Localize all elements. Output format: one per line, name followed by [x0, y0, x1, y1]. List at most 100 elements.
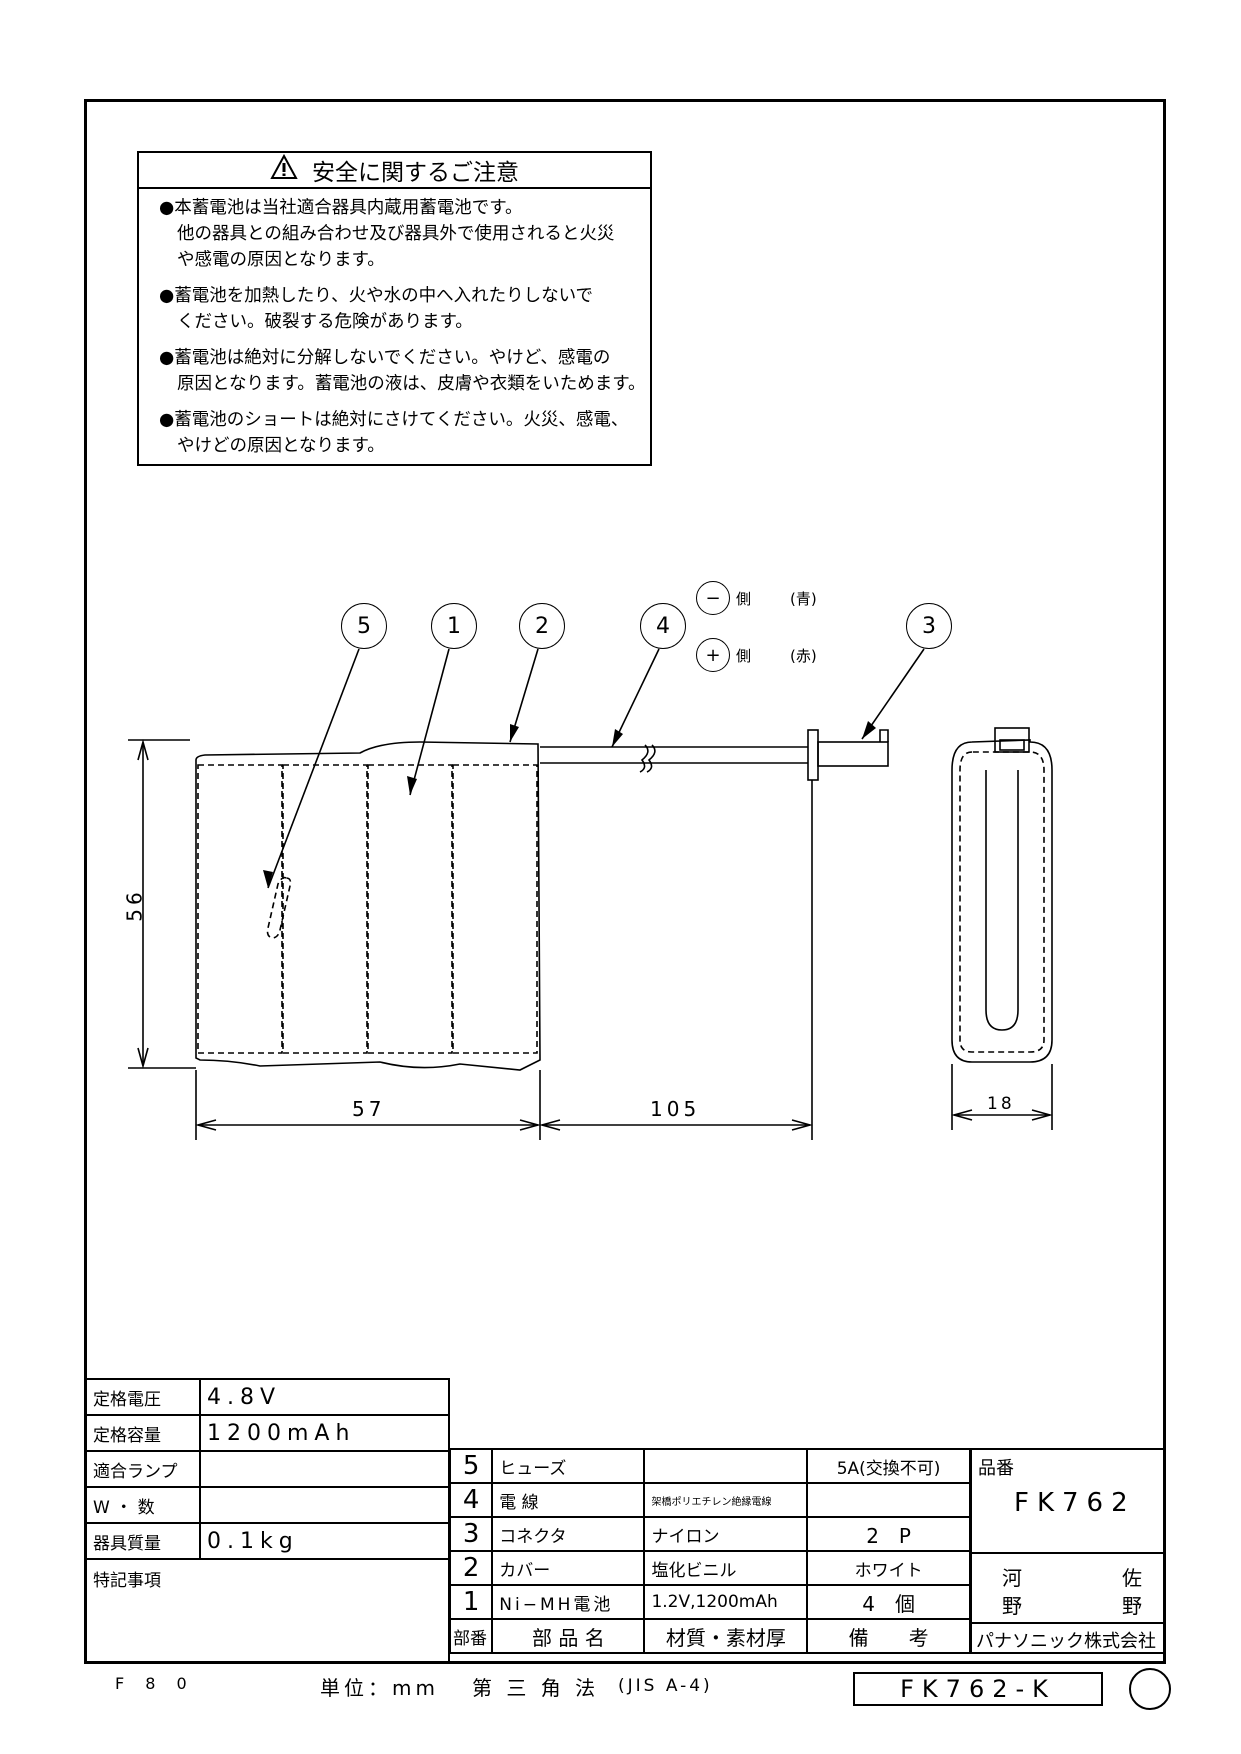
part-note: 5A(交換不可) [806, 1448, 971, 1484]
part-material: 塩化ビニル [643, 1550, 809, 1586]
spec-label: W ・ 数 [85, 1486, 201, 1524]
callout-balloon: 2 [519, 603, 565, 649]
table-row: 適合ランプ [85, 1450, 450, 1488]
warning-triangle-icon [270, 153, 298, 186]
table-row: 特記事項 [85, 1558, 450, 1662]
part-name: コネクタ [491, 1516, 646, 1552]
battery-pack-outline [195, 741, 541, 1071]
spec-value [199, 1450, 450, 1488]
warning-line: や感電の原因となります。 [177, 250, 385, 270]
spec-label: 定格容量 [85, 1414, 201, 1452]
signature-char: 河 [1002, 1566, 1022, 1590]
spec-label: 器具質量 [85, 1522, 201, 1560]
table-row: 1 Ni−MH電池 1.2V,1200mAh 4 個 [448, 1584, 971, 1620]
side-view-outline [951, 739, 1053, 1063]
spec-value: 0.1kg [199, 1522, 450, 1560]
spec-value: 1200mAh [199, 1414, 450, 1452]
spec-value [199, 1486, 450, 1524]
table-row: W ・ 数 [85, 1486, 450, 1524]
part-number: 1 [448, 1584, 494, 1620]
warning-item: ●蓄電池のショートは絶対にさけてください。火災、感電、 やけどの原因となります。 [159, 407, 644, 459]
leader-arrowhead [263, 870, 273, 888]
table-row: 2 カバー 塩化ビニル ホワイト [448, 1550, 971, 1586]
connector-flange [807, 729, 819, 781]
callout-balloon: 3 [906, 603, 952, 649]
callout-balloon: 1 [431, 603, 477, 649]
dimension-depth: 18 [987, 1094, 1015, 1114]
warning-line: ●本蓄電池は当社適合器具内蔵用蓄電池です。 [159, 198, 523, 218]
title-block: 品番 FK762 河 佐 野 野 パナソニック株式会社 [970, 1448, 1166, 1654]
polarity-color-label: (赤) [790, 647, 817, 665]
part-no-value: FK762 [1014, 1488, 1136, 1518]
warning-item: ●蓄電池を加熱したり、火や水の中へ入れたりしないで ください。破裂する危険があり… [159, 283, 644, 335]
leader-arrowhead [862, 721, 876, 739]
part-material: 1.2V,1200mAh [643, 1584, 809, 1620]
warning-line: ください。破裂する危険があります。 [177, 312, 473, 332]
dimension-height: 56 [122, 888, 147, 922]
plus-sign-icon: + [696, 638, 730, 672]
part-note: 2 P [806, 1516, 971, 1552]
polarity-side-label: 側 [736, 590, 752, 608]
company-name: パナソニック株式会社 [976, 1631, 1156, 1652]
leader-arrowhead [407, 776, 417, 795]
table-row: 5 ヒューズ 5A(交換不可) [448, 1448, 971, 1484]
warning-line: 原因となります。蓄電池の液は、皮膚や衣類をいためます。 [177, 374, 646, 394]
connector-body [817, 741, 889, 767]
part-note: 4 個 [806, 1584, 971, 1620]
parts-table: 5 ヒューズ 5A(交換不可) 4 電 線 架橋ポリエチレン絶縁電線 3 コネク… [448, 1448, 971, 1654]
sheet-code: F 8 0 [115, 1674, 195, 1693]
part-no-label: 品番 [978, 1458, 1014, 1479]
part-number-cell: 品番 FK762 [972, 1450, 1166, 1554]
warning-line: 他の器具との組み合わせ及び器具外で使用されると火災 [177, 224, 615, 244]
warning-title-bar: 安全に関するご注意 [139, 153, 650, 189]
projection-label: 第 三 角 法 [472, 1676, 600, 1700]
leader-arrowhead [510, 724, 519, 742]
part-number: 4 [448, 1482, 494, 1518]
signature-char: 佐 [1122, 1566, 1142, 1590]
table-header-row: 部番 部 品 名 材質・素材厚 備 考 [448, 1618, 971, 1654]
part-material: 架橋ポリエチレン絶縁電線 [643, 1482, 809, 1518]
drawing-frame [84, 99, 1166, 1664]
table-row: 4 電 線 架橋ポリエチレン絶縁電線 [448, 1482, 971, 1518]
part-number: 5 [448, 1448, 494, 1484]
signature-cell: 河 佐 野 野 [972, 1554, 1166, 1624]
spec-label: 定格電圧 [85, 1378, 201, 1416]
unit-label: 単位：mm [320, 1676, 439, 1700]
warning-line: ●蓄電池のショートは絶対にさけてください。火災、感電、 [159, 410, 629, 430]
part-note [806, 1482, 971, 1518]
signature-char: 野 [1002, 1594, 1022, 1618]
header-part-name: 部 品 名 [491, 1618, 646, 1654]
part-number: 3 [448, 1516, 494, 1552]
dimension-wire-length: 105 [650, 1097, 701, 1121]
table-row: 3 コネクタ ナイロン 2 P [448, 1516, 971, 1552]
spec-value: 4.8V [199, 1378, 450, 1416]
part-material [643, 1448, 809, 1484]
warning-item: ●本蓄電池は当社適合器具内蔵用蓄電池です。 他の器具との組み合わせ及び器具外で使… [159, 195, 644, 273]
spec-label: 特記事項 [85, 1558, 450, 1662]
polarity-color-label: (青) [790, 590, 817, 608]
warning-line: やけどの原因となります。 [177, 436, 385, 456]
stamp-circle [1129, 1668, 1171, 1710]
signature-char: 野 [1122, 1594, 1142, 1618]
callout-balloon: 4 [640, 603, 686, 649]
part-name: ヒューズ [491, 1448, 646, 1484]
paper-size-label: (JIS A-4) [618, 1676, 713, 1696]
header-part-no: 部番 [448, 1618, 494, 1654]
dimension-width: 57 [352, 1097, 386, 1121]
warning-line: ●蓄電池を加熱したり、火や水の中へ入れたりしないで [159, 286, 594, 306]
part-name: Ni−MH電池 [491, 1584, 646, 1620]
part-name: カバー [491, 1550, 646, 1586]
leader-arrowhead [612, 729, 623, 747]
warning-item: ●蓄電池は絶対に分解しないでください。やけど、感電の 原因となります。蓄電池の液… [159, 345, 646, 397]
callout-balloon: 5 [341, 603, 387, 649]
cell-outlines [197, 764, 538, 1054]
part-material: ナイロン [643, 1516, 809, 1552]
part-note: ホワイト [806, 1550, 971, 1586]
part-number: 2 [448, 1550, 494, 1586]
part-name: 電 線 [491, 1482, 646, 1518]
header-note: 備 考 [806, 1618, 971, 1654]
